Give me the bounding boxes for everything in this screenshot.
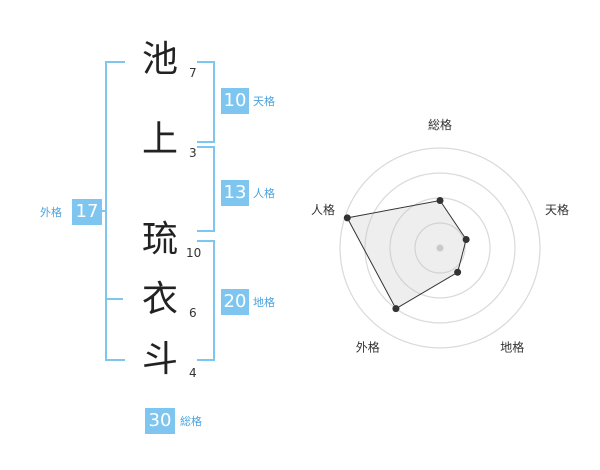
name-char-5: 斗 bbox=[141, 339, 178, 380]
jinkaku-bracket bbox=[197, 146, 215, 232]
radar-axis-label-4: 外格 bbox=[356, 340, 380, 355]
radar-axis-label-2: 天格 bbox=[545, 202, 569, 217]
gaikaku-badge: 17 bbox=[72, 199, 102, 225]
jinkaku-label: 人格 bbox=[253, 187, 275, 200]
chikaku-bracket bbox=[197, 240, 215, 361]
gaikaku-bracket bbox=[105, 61, 125, 361]
stroke-count-4: 6 bbox=[189, 306, 197, 320]
stroke-count-3: 10 bbox=[186, 246, 202, 260]
radar-ring-1 bbox=[414, 222, 466, 274]
stroke-count-2: 3 bbox=[189, 146, 197, 160]
chikaku-badge: 20 bbox=[221, 289, 249, 315]
chikaku-label: 地格 bbox=[253, 296, 275, 309]
gaikaku-label: 外格 bbox=[40, 206, 62, 219]
radar-axis-label-5: 人格 bbox=[311, 202, 335, 217]
name-char-2: 上 bbox=[141, 119, 178, 160]
jinkaku-badge: 13 bbox=[221, 180, 249, 206]
radar-point-2 bbox=[462, 236, 470, 244]
tenkaku-bracket bbox=[197, 61, 215, 143]
gaikaku-bracket-divider bbox=[105, 298, 123, 300]
radar-point-5 bbox=[343, 214, 351, 222]
radar-point-4 bbox=[392, 305, 400, 313]
stroke-count-5: 4 bbox=[189, 366, 197, 380]
name-char-4: 衣 bbox=[141, 279, 178, 320]
radar-axis-label-3: 地格 bbox=[500, 340, 524, 355]
soukaku-badge: 30 bbox=[145, 408, 175, 434]
radar-ring-3 bbox=[364, 172, 516, 324]
tenkaku-badge: 10 bbox=[221, 88, 249, 114]
soukaku-label: 総格 bbox=[180, 415, 202, 428]
radar-center-dot bbox=[436, 244, 444, 252]
radar-axis-label-1: 総格 bbox=[428, 117, 452, 132]
name-char-3: 琉 bbox=[141, 219, 178, 260]
radar-point-3 bbox=[454, 268, 462, 276]
radar-ring-4 bbox=[339, 147, 541, 349]
tenkaku-label: 天格 bbox=[253, 95, 275, 108]
stroke-count-1: 7 bbox=[189, 66, 197, 80]
radar-point-1 bbox=[436, 197, 444, 204]
name-char-1: 池 bbox=[141, 39, 178, 80]
radar-ring-2 bbox=[389, 197, 491, 299]
radar-area bbox=[346, 199, 467, 310]
